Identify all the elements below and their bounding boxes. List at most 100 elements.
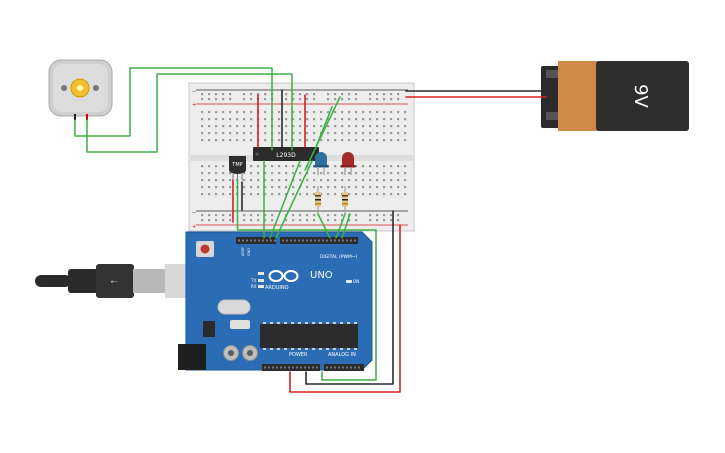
breadboard-hole[interactable]	[299, 98, 302, 101]
breadboard-hole[interactable]	[348, 132, 351, 135]
breadboard-hole[interactable]	[278, 111, 281, 114]
breadboard-hole[interactable]	[264, 179, 267, 182]
breadboard-hole[interactable]	[334, 186, 337, 189]
breadboard-hole[interactable]	[292, 98, 295, 101]
breadboard-hole[interactable]	[306, 139, 309, 142]
breadboard-hole[interactable]	[250, 186, 253, 189]
breadboard-hole[interactable]	[397, 93, 400, 96]
breadboard-hole[interactable]	[390, 186, 393, 189]
breadboard-hole[interactable]	[355, 186, 358, 189]
breadboard-hole[interactable]	[334, 132, 337, 135]
breadboard-hole[interactable]	[320, 179, 323, 182]
breadboard-hole[interactable]	[208, 132, 211, 135]
breadboard-hole[interactable]	[355, 98, 358, 101]
breadboard-hole[interactable]	[292, 186, 295, 189]
breadboard-hole[interactable]	[355, 139, 358, 142]
breadboard-hole[interactable]	[201, 125, 204, 128]
breadboard-hole[interactable]	[208, 172, 211, 175]
breadboard-hole[interactable]	[215, 111, 218, 114]
breadboard-hole[interactable]	[397, 125, 400, 128]
breadboard-hole[interactable]	[285, 219, 288, 222]
breadboard-hole[interactable]	[250, 139, 253, 142]
breadboard-hole[interactable]	[222, 118, 225, 121]
breadboard-hole[interactable]	[369, 132, 372, 135]
breadboard-hole[interactable]	[264, 93, 267, 96]
breadboard-hole[interactable]	[222, 93, 225, 96]
breadboard-hole[interactable]	[341, 98, 344, 101]
breadboard-hole[interactable]	[236, 132, 239, 135]
breadboard-hole[interactable]	[404, 125, 407, 128]
breadboard-hole[interactable]	[397, 179, 400, 182]
breadboard-hole[interactable]	[257, 219, 260, 222]
breadboard-hole[interactable]	[334, 139, 337, 142]
breadboard-hole[interactable]	[215, 139, 218, 142]
breadboard-hole[interactable]	[376, 179, 379, 182]
breadboard-hole[interactable]	[236, 125, 239, 128]
breadboard-hole[interactable]	[257, 93, 260, 96]
breadboard-hole[interactable]	[215, 186, 218, 189]
breadboard-hole[interactable]	[376, 118, 379, 121]
breadboard-hole[interactable]	[201, 93, 204, 96]
breadboard-hole[interactable]	[201, 139, 204, 142]
breadboard-hole[interactable]	[362, 118, 365, 121]
breadboard-hole[interactable]	[299, 214, 302, 217]
breadboard-hole[interactable]	[327, 132, 330, 135]
breadboard-hole[interactable]	[348, 98, 351, 101]
breadboard-hole[interactable]	[334, 219, 337, 222]
breadboard-hole[interactable]	[236, 118, 239, 121]
breadboard-hole[interactable]	[306, 193, 309, 196]
breadboard-hole[interactable]	[313, 139, 316, 142]
breadboard-hole[interactable]	[271, 193, 274, 196]
breadboard-hole[interactable]	[334, 111, 337, 114]
breadboard-hole[interactable]	[208, 165, 211, 168]
breadboard-hole[interactable]	[348, 118, 351, 121]
breadboard-hole[interactable]	[229, 98, 232, 101]
breadboard-hole[interactable]	[341, 118, 344, 121]
breadboard-hole[interactable]	[390, 179, 393, 182]
breadboard-hole[interactable]	[341, 186, 344, 189]
breadboard-hole[interactable]	[292, 93, 295, 96]
breadboard-hole[interactable]	[376, 111, 379, 114]
breadboard-hole[interactable]	[299, 132, 302, 135]
breadboard-hole[interactable]	[292, 193, 295, 196]
breadboard-hole[interactable]	[201, 98, 204, 101]
breadboard-hole[interactable]	[348, 93, 351, 96]
breadboard-hole[interactable]	[397, 193, 400, 196]
breadboard-hole[interactable]	[229, 111, 232, 114]
breadboard-hole[interactable]	[264, 214, 267, 217]
breadboard-hole[interactable]	[243, 219, 246, 222]
wires[interactable]	[74, 67, 547, 393]
breadboard-hole[interactable]	[397, 98, 400, 101]
breadboard-hole[interactable]	[327, 125, 330, 128]
breadboard-hole[interactable]	[327, 179, 330, 182]
breadboard-hole[interactable]	[201, 111, 204, 114]
breadboard-hole[interactable]	[229, 172, 232, 175]
breadboard-hole[interactable]	[208, 214, 211, 217]
breadboard-hole[interactable]	[299, 111, 302, 114]
breadboard-hole[interactable]	[229, 186, 232, 189]
breadboard-hole[interactable]	[404, 165, 407, 168]
breadboard-hole[interactable]	[334, 214, 337, 217]
breadboard-hole[interactable]	[313, 186, 316, 189]
breadboard-hole[interactable]	[243, 93, 246, 96]
arduino-uno-board[interactable]: DIGITAL (PWM~) UNO ARDUINO TX RX ON POWE…	[178, 231, 373, 371]
breadboard-hole[interactable]	[369, 111, 372, 114]
breadboard-hole[interactable]	[243, 214, 246, 217]
breadboard-hole[interactable]	[313, 118, 316, 121]
breadboard-hole[interactable]	[299, 125, 302, 128]
breadboard-hole[interactable]	[320, 118, 323, 121]
breadboard-hole[interactable]	[243, 118, 246, 121]
breadboard-hole[interactable]	[397, 219, 400, 222]
breadboard-hole[interactable]	[362, 179, 365, 182]
breadboard-hole[interactable]	[222, 172, 225, 175]
breadboard-hole[interactable]	[306, 219, 309, 222]
breadboard-hole[interactable]	[404, 193, 407, 196]
breadboard-hole[interactable]	[201, 186, 204, 189]
breadboard-hole[interactable]	[264, 139, 267, 142]
breadboard-hole[interactable]	[341, 132, 344, 135]
breadboard-hole[interactable]	[362, 139, 365, 142]
breadboard-hole[interactable]	[306, 125, 309, 128]
breadboard-hole[interactable]	[369, 93, 372, 96]
breadboard-hole[interactable]	[390, 139, 393, 142]
breadboard-hole[interactable]	[222, 132, 225, 135]
